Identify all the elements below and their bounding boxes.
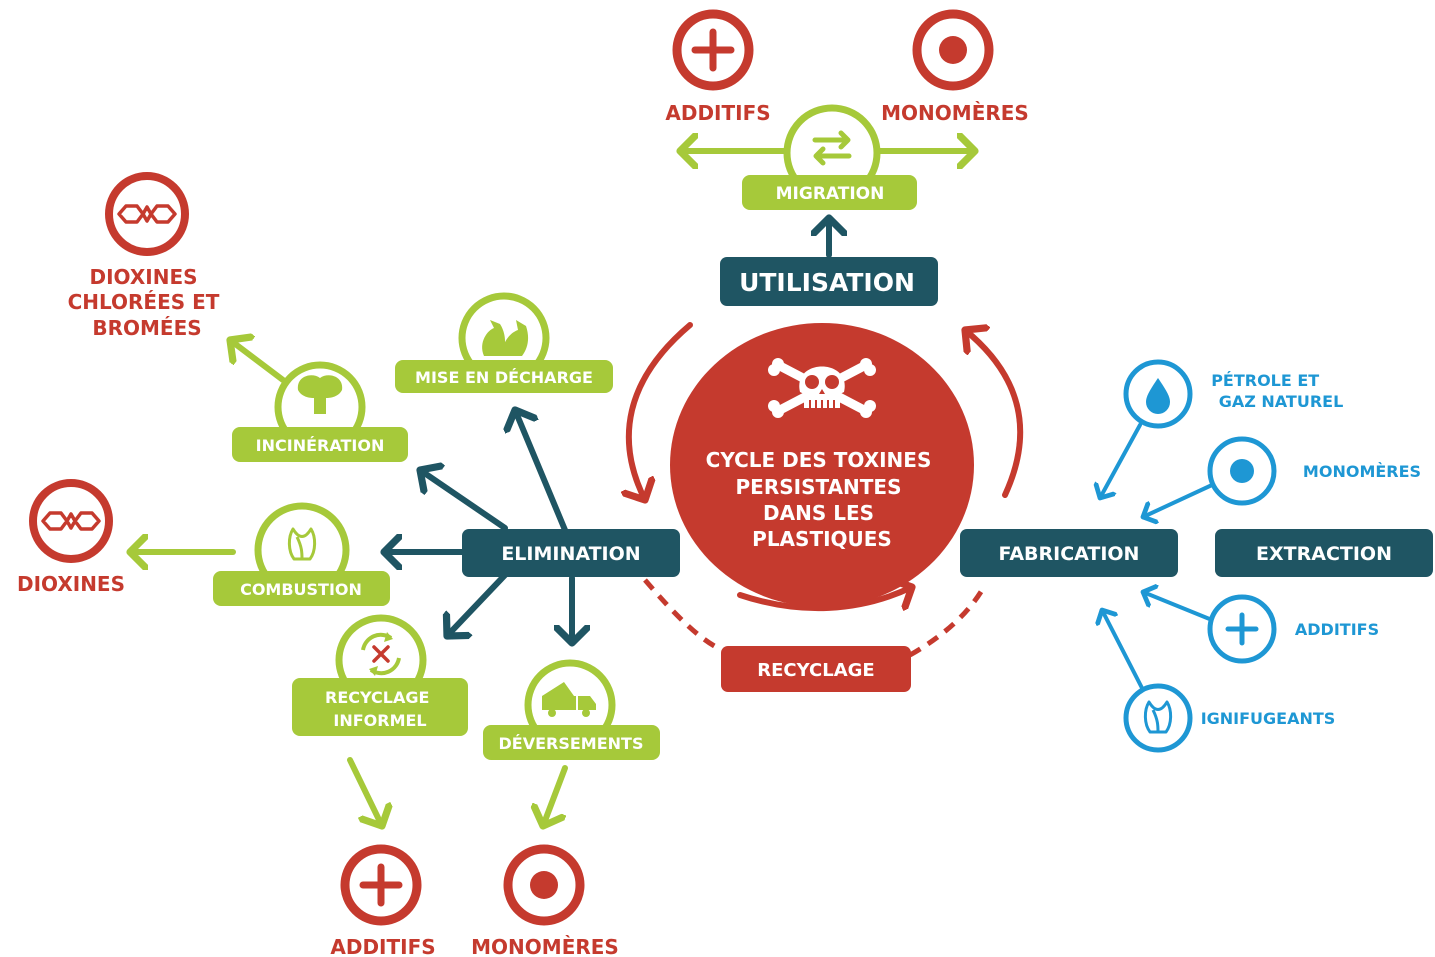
plus-icon — [677, 14, 749, 86]
elimination-label: ELIMINATION — [501, 543, 640, 565]
utilisation-label: UTILISATION — [739, 268, 915, 297]
svg-text:DIOXINES CHLORÉES ET: DIOXINES CHLORÉES ET BROMÉES — [68, 265, 227, 340]
plus-icon — [1225, 612, 1259, 646]
deversements-label: DÉVERSEMENTS — [499, 734, 644, 753]
recycle-cross-icon — [361, 632, 401, 676]
recyclage-box — [721, 646, 911, 692]
petrole-label-line1: PÉTROLE ET — [1211, 371, 1319, 390]
migration-monomeres-label: MONOMÈRES — [881, 101, 1029, 125]
route-deversements: DÉVERSEMENTS — [483, 659, 660, 826]
garbage-bags-icon — [482, 320, 529, 356]
fabrication-stage: FABRICATION — [960, 529, 1178, 577]
mise-en-decharge-box — [395, 360, 613, 393]
recyclage-informel-line1: RECYCLAGE — [325, 688, 429, 707]
combustion-box — [213, 571, 390, 606]
migration-node: MIGRATION — [680, 104, 975, 210]
swap-arrows-icon — [812, 130, 852, 166]
recyclage-label: RECYCLAGE — [757, 660, 874, 681]
center-title-line1: CYCLE DES TOXINES — [706, 448, 932, 472]
ignifugeants-label: IGNIFUGEANTS — [1201, 709, 1336, 728]
combustion-label: COMBUSTION — [240, 580, 362, 599]
svg-text:PÉTROLE ET GAZ NATUREL: PÉTROLE ET GAZ NATUREL — [1211, 371, 1343, 411]
extraction-stage: EXTRACTION — [1215, 529, 1433, 577]
fabrication-input-monomeres: MONOMÈRES — [1143, 436, 1421, 517]
mise-en-decharge-label: MISE EN DÉCHARGE — [415, 368, 593, 387]
migration-label: MIGRATION — [776, 184, 885, 204]
output-additifs: ADDITIFS — [330, 849, 436, 957]
route-incineration: INCINÉRATION — [230, 340, 408, 462]
recycling-dashed-right — [908, 583, 988, 658]
recycling-dashed-left — [643, 578, 724, 653]
migration-output-additifs: ADDITIFS — [665, 14, 771, 125]
migration-output-monomeres: MONOMÈRES — [881, 14, 1029, 125]
dump-truck-icon — [542, 682, 596, 717]
utilisation-stage: UTILISATION — [720, 218, 938, 306]
dioxines-chlorees-line3: BROMÉES — [92, 316, 201, 340]
dioxines-chlorees-line1: DIOXINES — [90, 265, 198, 289]
fab-monomeres-label: MONOMÈRES — [1303, 462, 1421, 481]
migration-box — [742, 175, 917, 210]
output-additifs-label: ADDITIFS — [330, 935, 435, 957]
fabrication-box — [960, 529, 1178, 577]
drop-icon — [1146, 378, 1170, 414]
recyclage-informel-line2: INFORMEL — [333, 711, 426, 730]
extraction-label: EXTRACTION — [1256, 543, 1392, 565]
utilisation-box — [720, 257, 938, 306]
fabrication-input-additifs: ADDITIFS — [1143, 592, 1379, 664]
recyclage-stage: RECYCLAGE — [721, 646, 911, 692]
incineration-label: INCINÉRATION — [256, 436, 385, 455]
fabrication-input-petrole: PÉTROLE ET GAZ NATUREL — [1100, 359, 1343, 498]
recyclage-informel-box — [292, 678, 468, 736]
dot-icon — [917, 14, 989, 86]
fab-additifs-label: ADDITIFS — [1295, 620, 1379, 639]
fabrication-label: FABRICATION — [999, 543, 1140, 565]
route-combustion: COMBUSTION — [130, 502, 390, 606]
plus-icon — [345, 849, 417, 921]
route-recyclage-informel: RECYCLAGE INFORMEL — [292, 614, 468, 826]
output-monomeres-label: MONOMÈRES — [471, 935, 619, 957]
svg-text:RECYCLAGE INFORMEL: RECYCLAGE INFORMEL — [325, 688, 435, 730]
cycle-arrow-left — [629, 322, 693, 500]
dioxin-molecule-icon — [109, 176, 185, 252]
incinerator-icon — [297, 375, 343, 414]
petrole-label-line2: GAZ NATUREL — [1219, 392, 1344, 411]
center-title-line3: DANS LES — [763, 501, 874, 525]
incineration-box — [232, 427, 408, 462]
elimination-stage: ELIMINATION — [462, 529, 680, 577]
dot-icon — [508, 849, 580, 921]
elimination-arrows — [384, 410, 572, 643]
dioxin-molecule-icon — [33, 483, 109, 559]
dioxines-chlorees-line2: CHLORÉES ET — [68, 290, 220, 314]
migration-additifs-label: ADDITIFS — [665, 101, 770, 125]
deversements-box — [483, 725, 660, 760]
center-title-line4: PLASTIQUES — [752, 527, 892, 551]
fabrication-input-ignifugeants: IGNIFUGEANTS — [1102, 610, 1336, 753]
dot-icon — [1230, 459, 1254, 483]
output-dioxines-chlorees: DIOXINES CHLORÉES ET BROMÉES — [68, 176, 227, 340]
route-mise-en-decharge: MISE EN DÉCHARGE — [395, 292, 613, 393]
output-dioxines: DIOXINES — [17, 483, 125, 596]
center-title-line2: PERSISTANTES — [736, 475, 902, 499]
extraction-box — [1215, 529, 1433, 577]
skull-crossbones-icon — [768, 358, 876, 418]
cycle-arrow-bottom — [737, 587, 912, 612]
elimination-box — [462, 529, 680, 577]
svg-text:CYCLE DES TOXINES PERSIS: CYCLE DES TOXINES PERSISTANTES DANS LES … — [706, 448, 939, 551]
center-circle: CYCLE DES TOXINES PERSISTANTES DANS LES … — [670, 323, 974, 607]
output-monomeres: MONOMÈRES — [471, 849, 619, 957]
cycle-arrow-right — [965, 330, 1024, 498]
cycle-arrows — [629, 322, 1024, 658]
dioxines-label: DIOXINES — [17, 572, 125, 596]
